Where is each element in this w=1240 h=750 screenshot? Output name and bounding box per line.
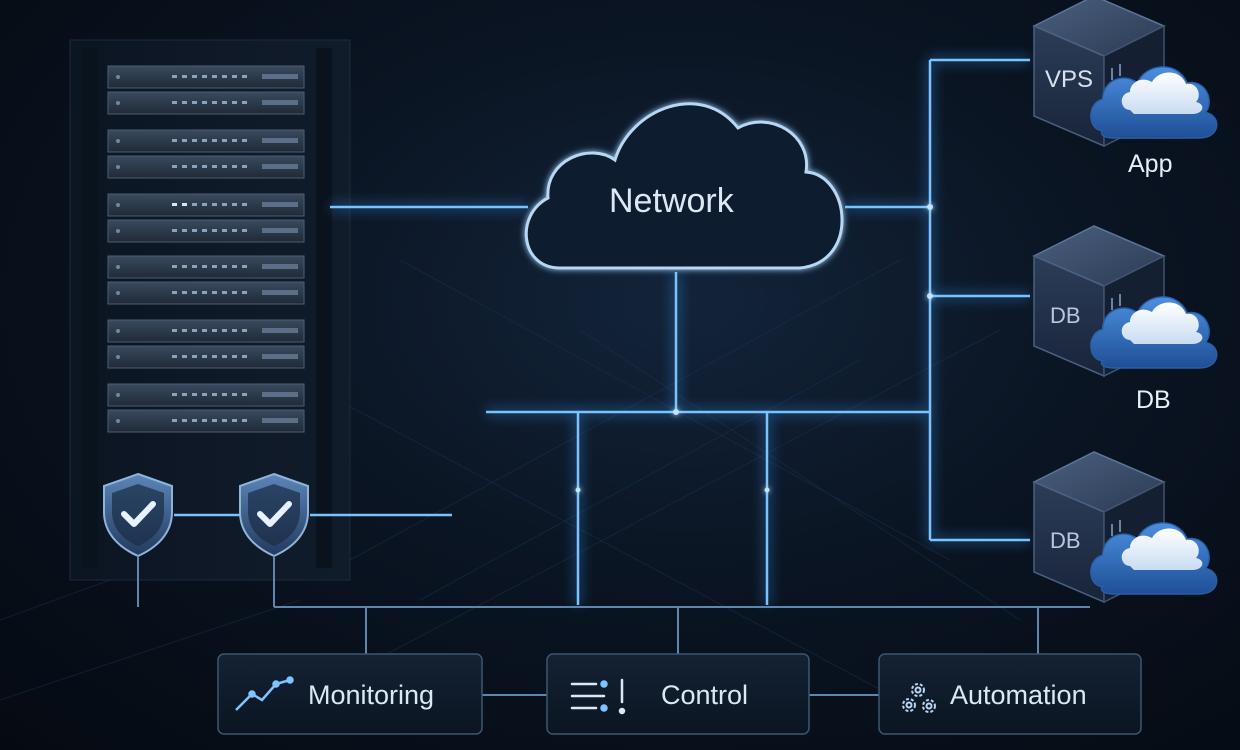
server-label: VPS xyxy=(1045,66,1094,93)
network-cloud xyxy=(524,102,844,270)
shield-icon xyxy=(239,472,309,558)
junction-points xyxy=(575,204,933,493)
server-cube xyxy=(1032,0,1218,148)
rack-server-unit xyxy=(107,319,305,369)
server-cube xyxy=(1032,225,1218,378)
module-panel-monitoring[interactable] xyxy=(217,653,483,735)
rack-server-unit xyxy=(107,255,305,305)
network-label: Network xyxy=(609,182,734,220)
server-caption: DB xyxy=(1136,386,1171,414)
rack-server-unit xyxy=(107,383,305,433)
module-label-automation: Automation xyxy=(950,680,1087,710)
server-label: DB xyxy=(1050,528,1081,553)
cloud-icon xyxy=(1090,522,1218,595)
module-label-control: Control xyxy=(661,680,749,710)
cloud-icon xyxy=(1090,296,1218,369)
rack-server-unit xyxy=(107,129,305,179)
server-caption: App xyxy=(1128,150,1173,178)
module-label-monitoring: Monitoring xyxy=(308,680,435,710)
module-panel-control[interactable] xyxy=(546,653,810,735)
rack-server-unit xyxy=(107,193,305,243)
bottom-bus-lines xyxy=(137,556,1090,696)
module-panel-automation[interactable] xyxy=(878,653,1142,735)
line-chart-icon xyxy=(235,676,294,711)
rack-server-unit xyxy=(107,65,305,115)
connection-lines xyxy=(174,58,1030,605)
sliders-icon xyxy=(570,678,626,715)
server-cube xyxy=(1032,451,1218,604)
server-label: DB xyxy=(1050,303,1081,328)
gears-icon xyxy=(902,683,936,713)
cloud-icon xyxy=(1090,66,1218,139)
shield-icon xyxy=(103,472,173,558)
